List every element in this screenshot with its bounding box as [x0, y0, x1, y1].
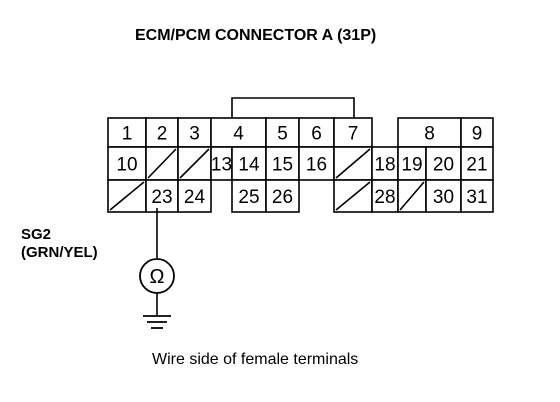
terminal-14: 14 [231, 146, 267, 181]
wire-color-label: (GRN/YEL) [21, 244, 98, 261]
terminal-number: 23 [151, 187, 172, 208]
terminal-8: 8 [397, 117, 462, 148]
terminal-unused [107, 179, 147, 213]
terminal-1: 1 [107, 117, 147, 148]
terminal-number: 14 [238, 155, 260, 176]
ohm-symbol: Ω [150, 266, 165, 288]
terminal-unused [333, 146, 373, 181]
terminal-unused [145, 146, 179, 181]
diagram-caption: Wire side of female terminals [152, 351, 359, 368]
terminal-number: 9 [472, 124, 483, 145]
terminal-31: 31 [460, 179, 494, 213]
terminal-number: 1 [122, 124, 133, 145]
terminal-number: 19 [401, 155, 422, 176]
terminal-16: 16 [298, 146, 335, 181]
terminal-number: 21 [466, 155, 487, 176]
terminal-unused [333, 179, 373, 213]
wire-name-label: SG2 [21, 226, 52, 243]
terminal-number: 24 [184, 187, 206, 208]
terminal-2: 2 [145, 117, 179, 148]
terminal-24: 24 [177, 179, 212, 213]
terminal-4: 4 [210, 117, 267, 148]
ground-icon [143, 315, 171, 329]
terminal-number: 7 [348, 124, 359, 145]
terminal-number: 25 [238, 187, 259, 208]
terminal-9: 9 [460, 117, 494, 148]
terminal-number: 6 [311, 124, 322, 145]
terminal-number: 28 [374, 187, 395, 208]
terminal-10: 10 [107, 146, 147, 181]
terminal-number: 31 [466, 187, 487, 208]
terminal-number: 30 [433, 187, 454, 208]
terminal-number: 10 [116, 155, 137, 176]
terminal-number: 16 [306, 155, 327, 176]
diagram-title: ECM/PCM CONNECTOR A (31P) [135, 27, 377, 44]
terminal-unused [177, 146, 212, 181]
terminal-25: 25 [231, 179, 267, 213]
terminal-number: 13 [211, 155, 232, 176]
terminal-number: 15 [272, 155, 293, 176]
terminal-number: 20 [433, 155, 454, 176]
connector-lock-tab [231, 97, 355, 118]
terminal-7: 7 [333, 117, 373, 148]
terminal-30: 30 [425, 179, 462, 213]
terminal-number: 4 [233, 124, 244, 145]
terminal-number: 18 [374, 155, 395, 176]
terminal-26: 26 [265, 179, 300, 213]
terminal-15: 15 [265, 146, 300, 181]
terminal-21: 21 [460, 146, 494, 181]
terminal-28: 28 [371, 179, 399, 213]
terminal-number: 5 [277, 124, 288, 145]
terminal-3: 3 [177, 117, 212, 148]
probe-wire: Ω [139, 208, 175, 329]
terminal-number: 26 [272, 187, 293, 208]
terminal-number: 3 [189, 124, 200, 145]
terminal-unused [397, 179, 427, 213]
terminal-23: 23 [145, 179, 179, 213]
terminal-20: 20 [425, 146, 462, 181]
terminal-5: 5 [265, 117, 300, 148]
terminal-number: 8 [424, 124, 435, 145]
terminal-18: 18 [371, 146, 399, 181]
terminal-13: 13 [210, 146, 233, 181]
terminal-6: 6 [298, 117, 335, 148]
terminal-19: 19 [397, 146, 427, 181]
terminal-number: 2 [157, 124, 168, 145]
